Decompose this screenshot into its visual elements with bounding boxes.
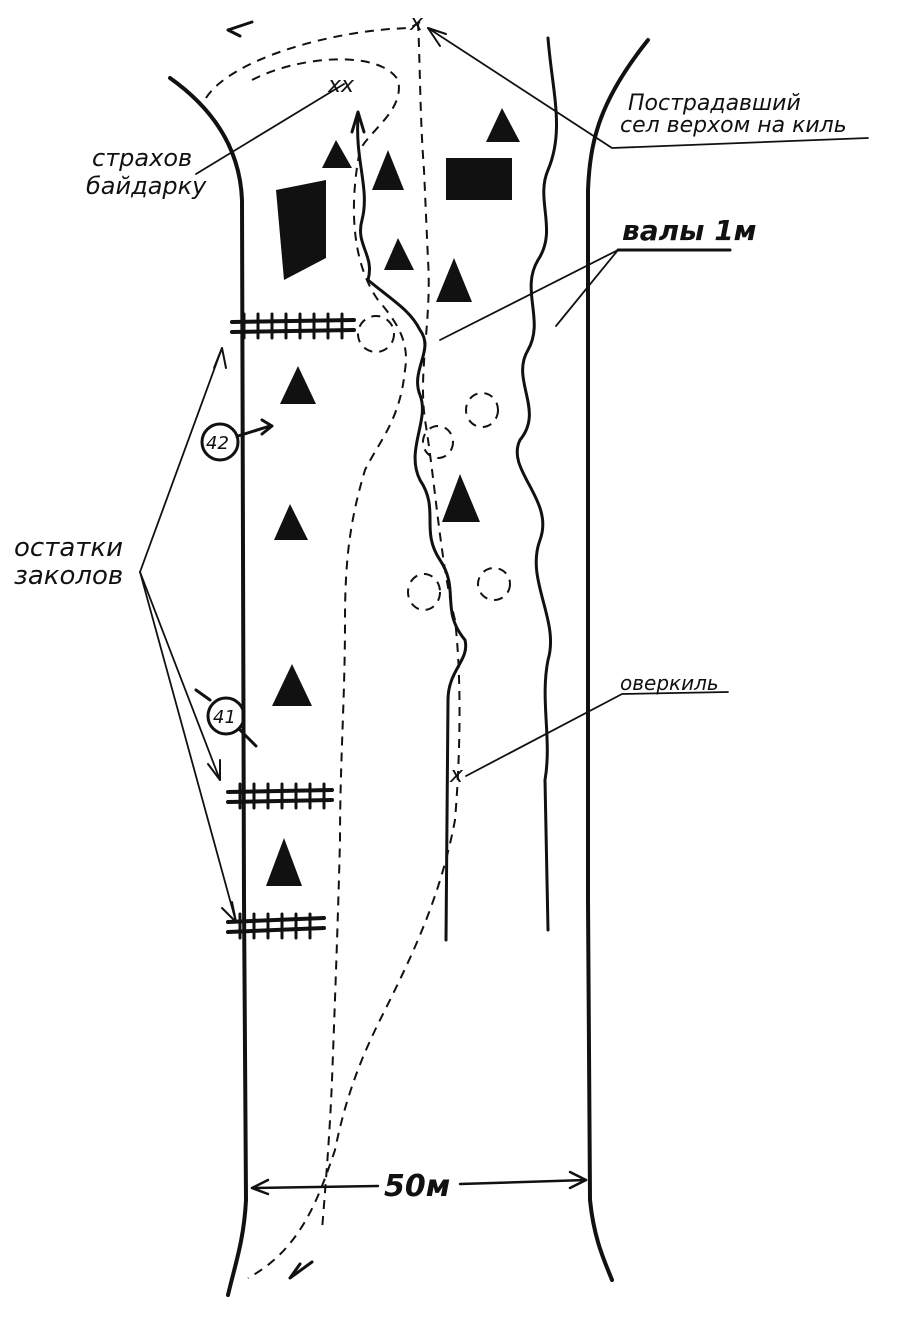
rocks — [266, 108, 520, 886]
rock-triangle — [272, 664, 312, 706]
stakes-label-line2: заколов — [14, 561, 123, 591]
stakes-label-line1: остатки — [14, 533, 123, 563]
cross-mark-victim: x — [409, 11, 424, 36]
cross-mark-overkil: x — [449, 763, 464, 788]
pits — [357, 315, 511, 611]
rock-triangle — [322, 140, 352, 168]
wave-line-left — [356, 116, 468, 942]
rock-triangle — [274, 504, 308, 540]
victim-leader-line — [427, 27, 869, 149]
rock-triangle — [442, 474, 480, 522]
width-dimension: 50м — [250, 1169, 588, 1204]
rock-triangle — [280, 366, 316, 404]
left-bank-line — [168, 76, 248, 1297]
pit-circle — [407, 573, 441, 611]
right-bank-line — [586, 38, 650, 1282]
boat-marker-42: 42 — [200, 418, 274, 462]
rock-triangle — [372, 150, 404, 190]
route-main-dashed — [247, 21, 461, 1279]
rock-triangle — [486, 108, 520, 142]
arrow-bottom — [288, 1260, 314, 1280]
arrow-top-left — [226, 20, 254, 38]
victim-label-line2: сел верхом на киль — [620, 113, 847, 138]
width-label: 50м — [384, 1169, 450, 1204]
stake-fence-middle — [226, 782, 334, 810]
safety-leader-line — [195, 83, 345, 175]
stake-fence-top — [230, 312, 356, 340]
boat-41-label: 41 — [213, 707, 236, 728]
rock-rectangle — [276, 180, 326, 280]
rock-triangle — [436, 258, 472, 302]
wave-line-right — [515, 36, 558, 932]
cross-mark-top: xx — [327, 73, 355, 98]
pit-circle — [477, 567, 511, 601]
pit-circle — [465, 392, 499, 428]
rock-triangle — [384, 238, 414, 270]
boat-42-label: 42 — [206, 433, 229, 454]
boat-marker-41: 41 — [194, 688, 258, 748]
pit-circle — [357, 315, 395, 353]
rock-rectangle — [446, 158, 512, 200]
pit-circle — [422, 425, 454, 459]
route-safety-loop-dashed — [251, 58, 407, 1231]
safety-label-line1: страхов — [92, 144, 192, 172]
waves-label: валы 1м — [622, 214, 757, 247]
stake-fence-bottom — [226, 912, 326, 940]
rock-triangle — [266, 838, 302, 886]
victim-label-line1: Пострадавший — [628, 91, 801, 116]
arrow-up-safety — [350, 110, 366, 134]
overkil-leader-line — [465, 691, 729, 777]
stakes-leader-lines — [139, 347, 237, 923]
route-safety-dashed — [205, 21, 421, 99]
safety-label-line2: байдарку — [86, 172, 207, 200]
overkil-label: оверкиль — [620, 671, 719, 695]
